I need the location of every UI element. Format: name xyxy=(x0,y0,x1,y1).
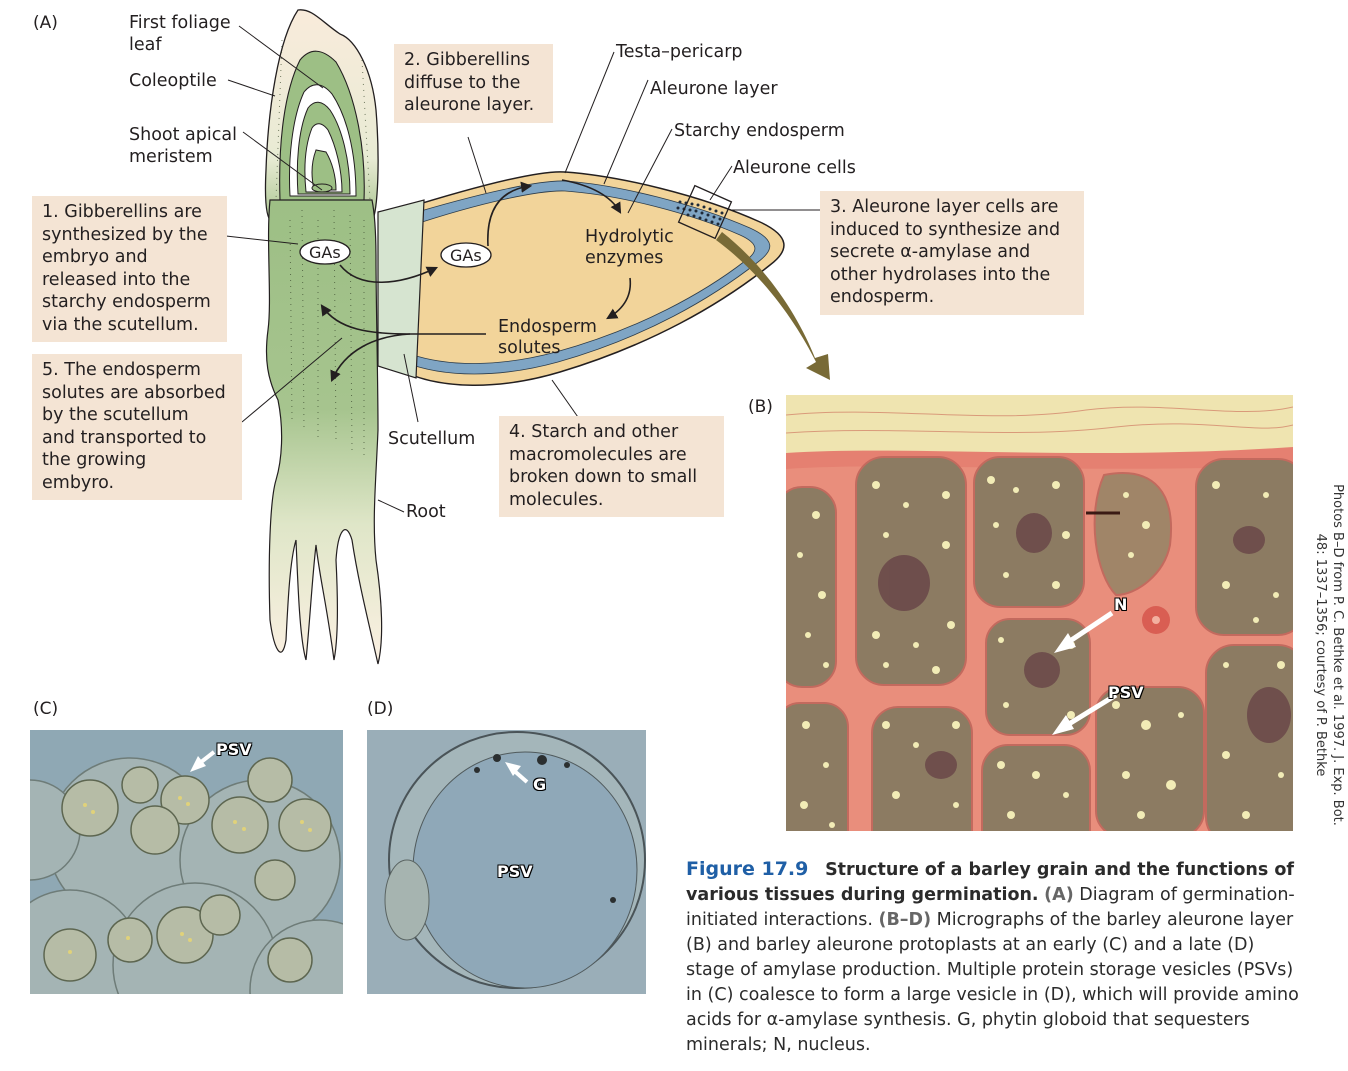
label-shoot-apical-meristem: Shoot apical meristem xyxy=(129,125,237,167)
gas-oval-endosperm xyxy=(440,242,492,268)
arrow-gas-to-aleurone xyxy=(487,181,533,247)
panel-label-d: (D) xyxy=(367,699,394,719)
photo-credit: Photos B–D from P. C. Bethke et al. 1997… xyxy=(1313,484,1345,826)
arrow-psv-b xyxy=(1052,692,1118,735)
figure-caption: Figure 17.9 Structure of a barley grain … xyxy=(686,858,1299,1055)
embryo-axis xyxy=(265,199,383,665)
label-c-psv: PSV xyxy=(216,740,252,759)
arrow-n xyxy=(1054,610,1114,653)
label-endosperm-solutes: Endosperm solutes xyxy=(498,317,597,358)
figure-number: Figure 17.9 xyxy=(686,858,809,880)
arrow-psv-c xyxy=(190,750,216,772)
gas-oval-embryo xyxy=(299,239,351,265)
label-b-n: N xyxy=(1114,595,1128,614)
panel-label-c: (C) xyxy=(33,699,59,719)
arrow-solutes-to-root xyxy=(330,333,411,383)
zoom-arrow xyxy=(716,232,830,380)
arrow-g xyxy=(505,762,529,784)
label-root: Root xyxy=(406,502,446,522)
scutellum-shape xyxy=(377,199,425,379)
starchy-endosperm xyxy=(409,190,756,364)
label-aleurone-layer: Aleurone layer xyxy=(650,79,778,99)
label-gas-embryo: GAs xyxy=(309,243,341,262)
grain-seed xyxy=(399,171,785,386)
figure-title: Structure of a barley grain and the func… xyxy=(686,860,1294,905)
label-first-foliage-leaf: First foliage leaf xyxy=(129,13,231,55)
label-testa-pericarp: Testa–pericarp xyxy=(616,42,743,62)
panel-label-b: (B) xyxy=(748,397,773,417)
grain-diagram xyxy=(225,9,830,665)
micrograph-c: PSV xyxy=(30,730,343,994)
step-box-3: 3. Aleurone layer cells are induced to s… xyxy=(820,191,1084,315)
label-coleoptile: Coleoptile xyxy=(129,71,217,91)
label-b-psv: PSV xyxy=(1108,683,1144,702)
label-d-psv: PSV xyxy=(497,862,533,881)
aleurone-cells-inset xyxy=(676,184,733,240)
step-box-1: 1. Gibberellins are synthesized by the e… xyxy=(32,196,227,342)
step-box-5: 5. The endosperm solutes are absorbed by… xyxy=(32,354,242,500)
label-scutellum: Scutellum xyxy=(388,429,476,449)
arrow-enzymes-to-solutes xyxy=(606,277,632,320)
panel-label-a: (A) xyxy=(33,13,58,33)
step-box-4: 4. Starch and other macromolecules are b… xyxy=(499,416,724,517)
label-starchy-endosperm: Starchy endosperm xyxy=(674,121,845,141)
step-box-2: 2. Gibberellins diffuse to the aleurone … xyxy=(394,44,553,123)
arrow-aleurone-to-enzymes xyxy=(561,179,622,214)
micrograph-d: G PSV xyxy=(367,730,646,994)
label-gas-endosperm: GAs xyxy=(450,246,482,265)
label-aleurone-cells: Aleurone cells xyxy=(733,158,856,178)
label-d-g: G xyxy=(533,775,547,794)
label-hydrolytic-enzymes: Hydrolytic enzymes xyxy=(585,227,674,268)
micrograph-b: N PSV xyxy=(786,395,1293,831)
arrow-gas-to-endosperm xyxy=(339,264,439,283)
